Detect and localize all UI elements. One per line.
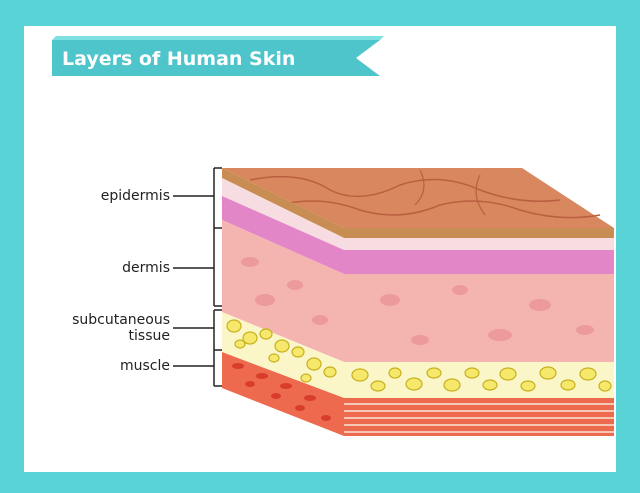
title-banner-highlight xyxy=(52,36,384,40)
epidermis-front-band xyxy=(344,228,614,238)
epidermis-front-band xyxy=(344,238,614,250)
dermis-front xyxy=(344,274,614,362)
label-muscle: muscle xyxy=(120,358,170,374)
label-dermis: dermis xyxy=(122,260,170,276)
papillary-dermis-front xyxy=(344,250,614,274)
subcutaneous-front xyxy=(344,362,614,398)
label-subcutaneous: subcutaneous xyxy=(72,312,170,328)
label-tissue: tissue xyxy=(129,328,170,344)
diagram-title: Layers of Human Skin xyxy=(62,44,295,74)
label-epidermis: epidermis xyxy=(101,188,170,204)
